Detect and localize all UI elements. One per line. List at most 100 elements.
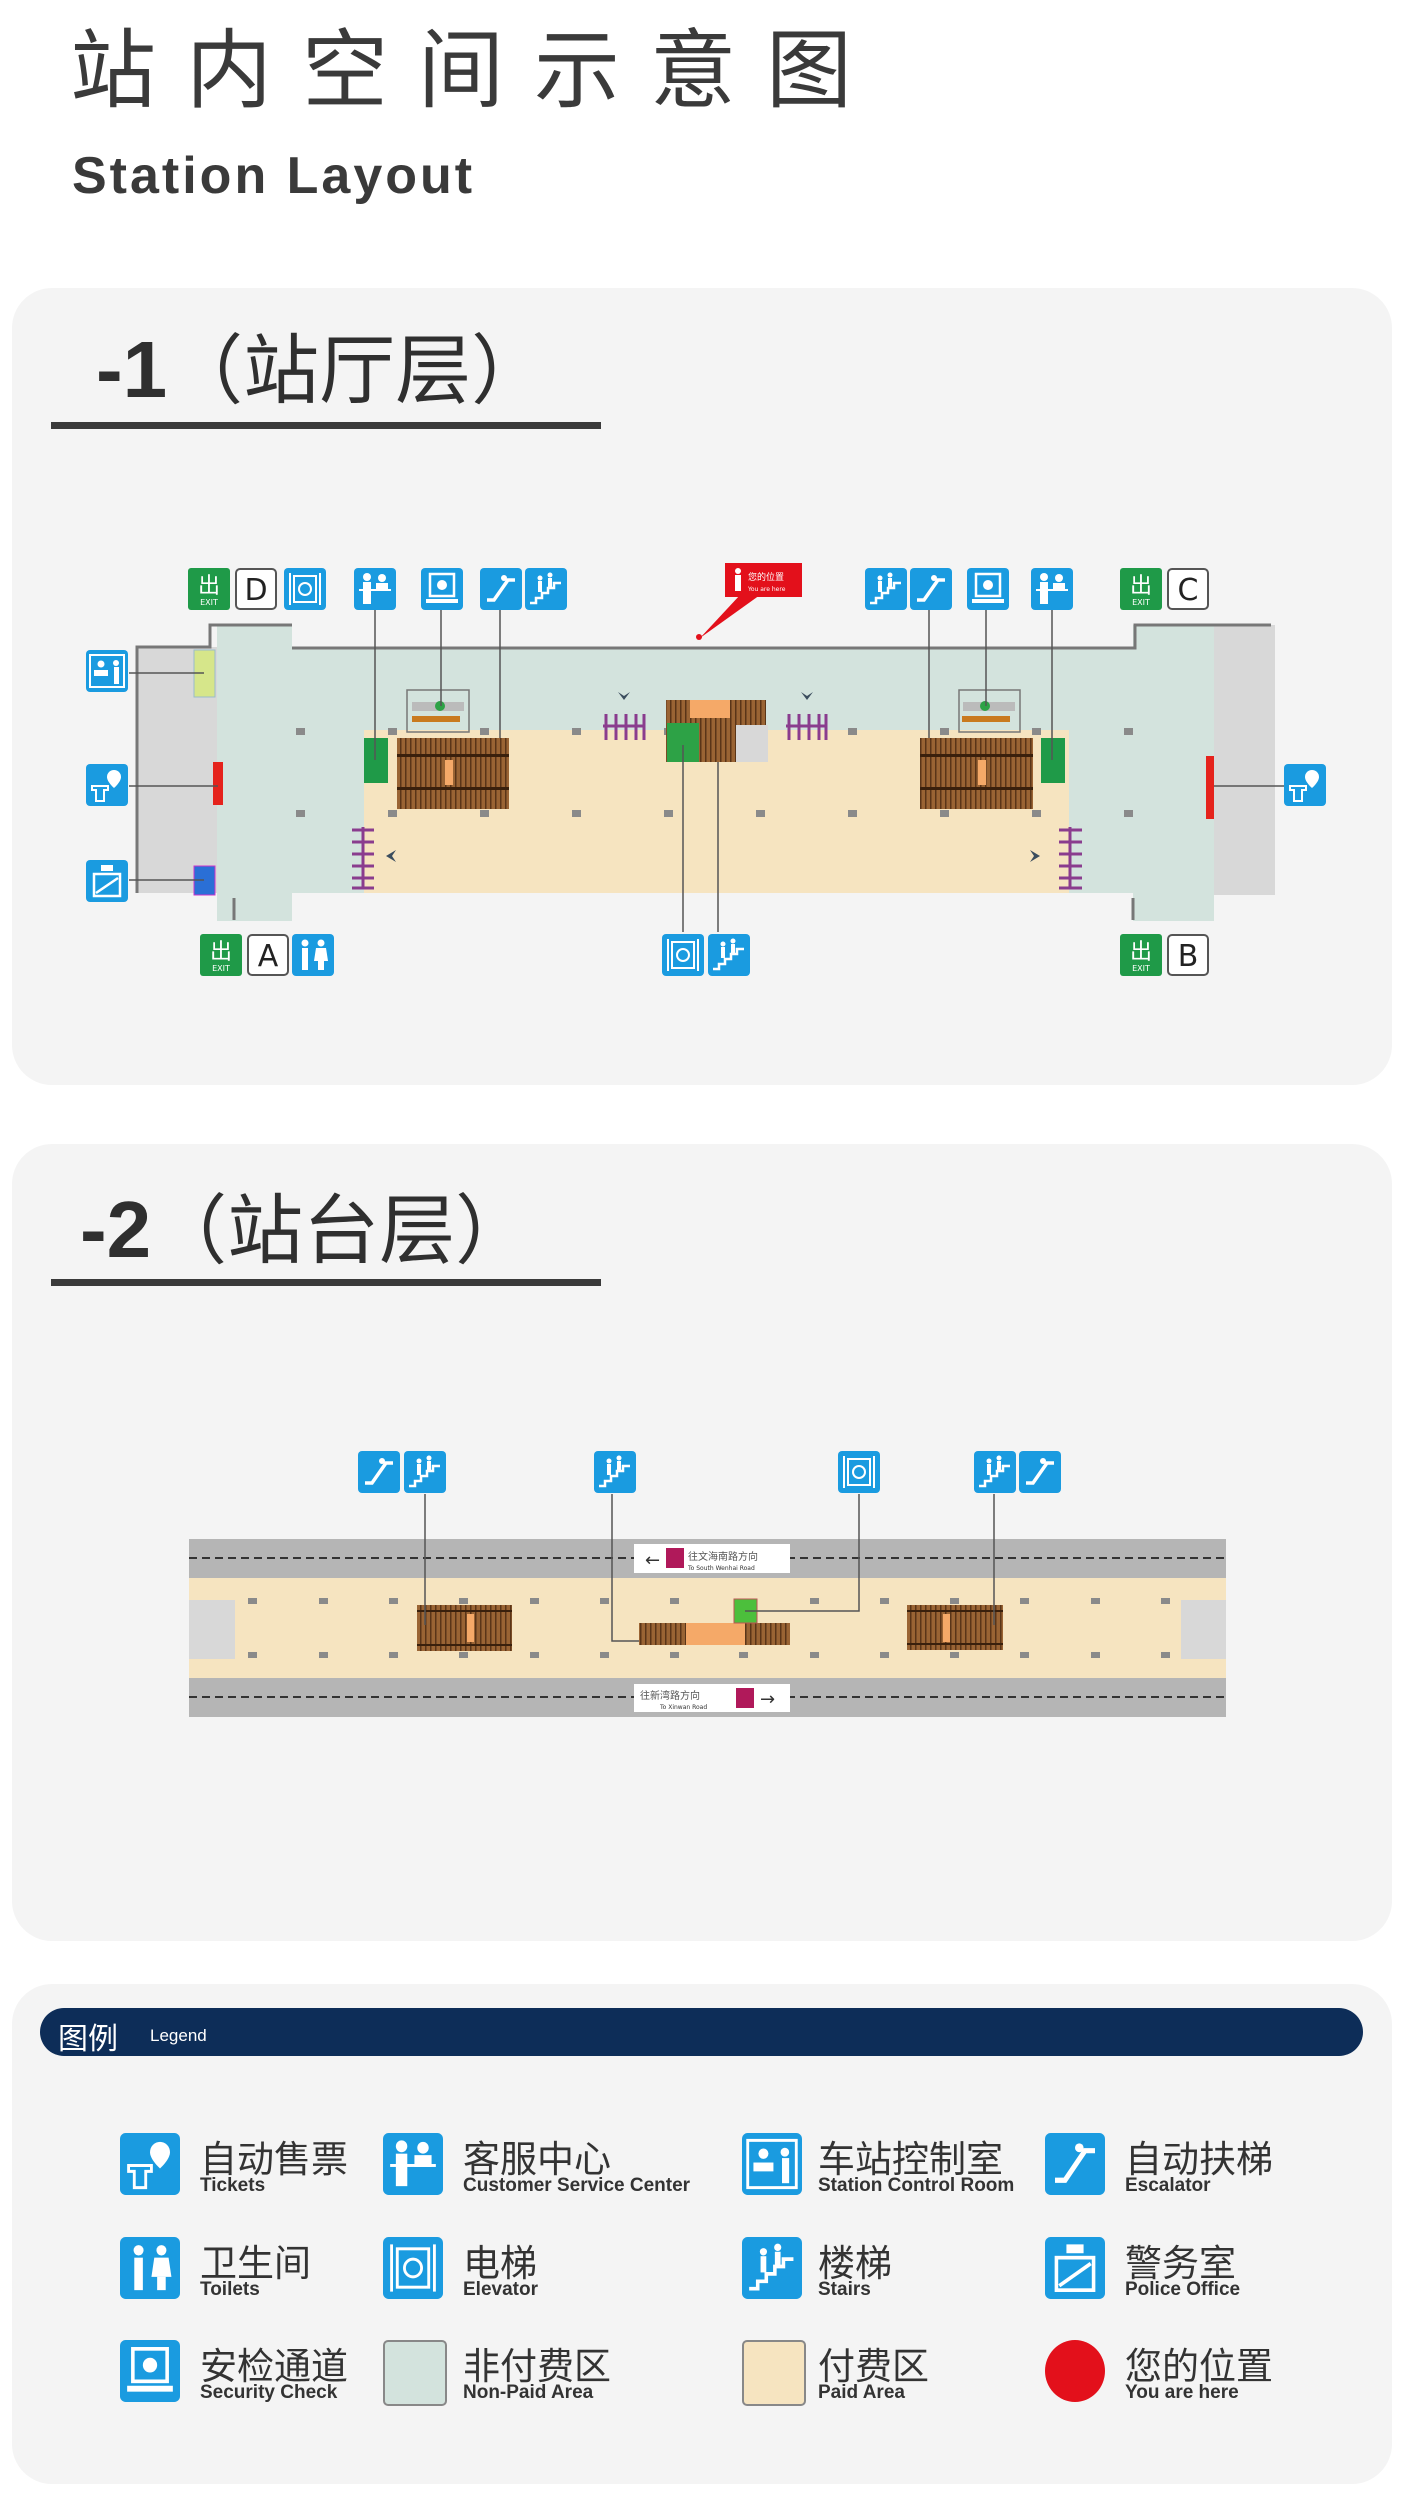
stairs-icon (525, 568, 567, 610)
security-booth-left (406, 689, 470, 733)
you-are-here-label-cn: 您的位置 (748, 571, 784, 583)
legend-panel (12, 1984, 1392, 2484)
platform-escalator-right (907, 1605, 1003, 1650)
paid-swatch (742, 2340, 806, 2406)
arrow-right-icon: → (760, 1689, 775, 1710)
legend-label-cn: 卫生间 (200, 2242, 311, 2285)
right-gray-area (1214, 625, 1275, 895)
legend-label-cn: 自动售票 (200, 2138, 348, 2181)
service-icon (383, 2133, 443, 2195)
legend-label-cn: 您的位置 (1125, 2345, 1273, 2388)
control-room-icon (742, 2133, 802, 2195)
legend-label-en: Elevator (463, 2279, 538, 2300)
station-control-room-icon (86, 650, 128, 692)
security-icon (120, 2340, 180, 2402)
platform-end-left (189, 1600, 235, 1659)
ticket-machines-left (213, 762, 223, 805)
exit-label-cn: 出 (1130, 940, 1152, 965)
customer-service-icon (1031, 568, 1073, 610)
elevator-icon (662, 934, 704, 976)
svg-text:D: D (244, 573, 267, 608)
you-are-here-dot (1045, 2340, 1105, 2402)
fare-gates-top-right (786, 714, 828, 740)
legend-label-en: Police Office (1125, 2279, 1241, 2300)
arrow-left-icon: ← (645, 1550, 660, 1571)
svg-text:B: B (1178, 939, 1199, 974)
platform-escalator-left (417, 1605, 512, 1651)
floor-1-name: （站厅层） (167, 326, 548, 415)
wall-outline (135, 623, 1271, 893)
svg-text:A: A (258, 939, 279, 974)
ticket-machines-right (1206, 756, 1214, 819)
you-are-here-marker: 您的位置 You are here (696, 563, 802, 640)
escalator-icon (480, 568, 522, 610)
exit-label-cn: 出 (1130, 574, 1152, 599)
legend-label-en: Customer Service Center (463, 2175, 691, 2196)
page-title-en: Station Layout (72, 147, 476, 205)
legend-label-en: Station Control Room (818, 2175, 1015, 2196)
legend-label-cn: 付费区 (818, 2345, 929, 2388)
stairs-icon (594, 1451, 636, 1493)
legend-label-en: Tickets (200, 2175, 266, 2196)
legend-label-cn: 安检通道 (200, 2345, 348, 2388)
exit-label-en: EXIT (1132, 598, 1150, 607)
legend-label-cn: 警务室 (1125, 2242, 1236, 2285)
toilet-icon (292, 934, 334, 976)
platform-pillars (248, 1598, 1170, 1658)
escalator-icon (358, 1451, 400, 1493)
floor-1-title: -1（站厅层） (96, 330, 547, 410)
legend-title-cn: 图例 (58, 2022, 118, 2057)
exit-d-letter: D (235, 568, 277, 610)
escalator-icon (910, 568, 952, 610)
security-check-icon (967, 568, 1009, 610)
direction-sign-lower: 往新湾路方向 To Xinwan Road → (634, 1684, 790, 1712)
security-booth-right (958, 689, 1021, 733)
floor-2-underline (51, 1279, 601, 1286)
leader-lines-floor-2 (424, 1494, 995, 1642)
exit-label-en: EXIT (1132, 964, 1150, 973)
legend-label-cn: 车站控制室 (818, 2138, 1003, 2181)
floor-2-title: -2（站台层） (80, 1190, 531, 1270)
exit-b-letter: B (1167, 934, 1209, 976)
escalator-icon (1045, 2133, 1105, 2195)
legend-header: 图例 Legend (40, 2008, 1363, 2057)
ticket-icon (120, 2133, 180, 2195)
central-stairs (666, 700, 768, 762)
escalator-icon (1019, 1451, 1061, 1493)
stairs-icon (865, 568, 907, 610)
fare-gates-right (1059, 827, 1082, 890)
floor-2-name: （站台层） (151, 1186, 532, 1275)
sign-lower-en: To Xinwan Road (659, 1704, 707, 1711)
ticket-icon (1284, 764, 1326, 806)
you-are-here-label-en: You are here (747, 586, 786, 593)
floor-2-level: -2 (80, 1185, 152, 1274)
legend-label-cn: 楼梯 (818, 2242, 892, 2285)
direction-sign-upper: ← 往文海南路方向 To South Wenhai Road (634, 1544, 790, 1573)
platform-end-right (1181, 1600, 1226, 1659)
legend-label-en: Toilets (200, 2279, 260, 2300)
legend-label-en: Non-Paid Area (463, 2382, 594, 2403)
fare-gates-left (352, 827, 374, 890)
fare-gates-top-left (603, 714, 646, 740)
legend-label-en: Security Check (200, 2382, 338, 2403)
escalator-block-left (397, 738, 509, 809)
police-icon (1045, 2237, 1105, 2299)
customer-service-icon (354, 568, 396, 610)
stairs-icon (404, 1451, 446, 1493)
non-paid-area-left (217, 625, 292, 921)
security-check-icon (421, 568, 463, 610)
exit-c-letter: C (1167, 568, 1209, 610)
legend-label-en: Paid Area (818, 2382, 905, 2403)
legend-label-en: Stairs (818, 2279, 871, 2300)
line-badge (736, 1688, 754, 1708)
ticket-icon (86, 764, 128, 806)
police-office-icon (86, 860, 128, 902)
svg-text:C: C (1178, 573, 1199, 608)
elevator-icon (838, 1451, 880, 1493)
stairs-icon (708, 934, 750, 976)
legend-label-en: Escalator (1125, 2175, 1211, 2196)
